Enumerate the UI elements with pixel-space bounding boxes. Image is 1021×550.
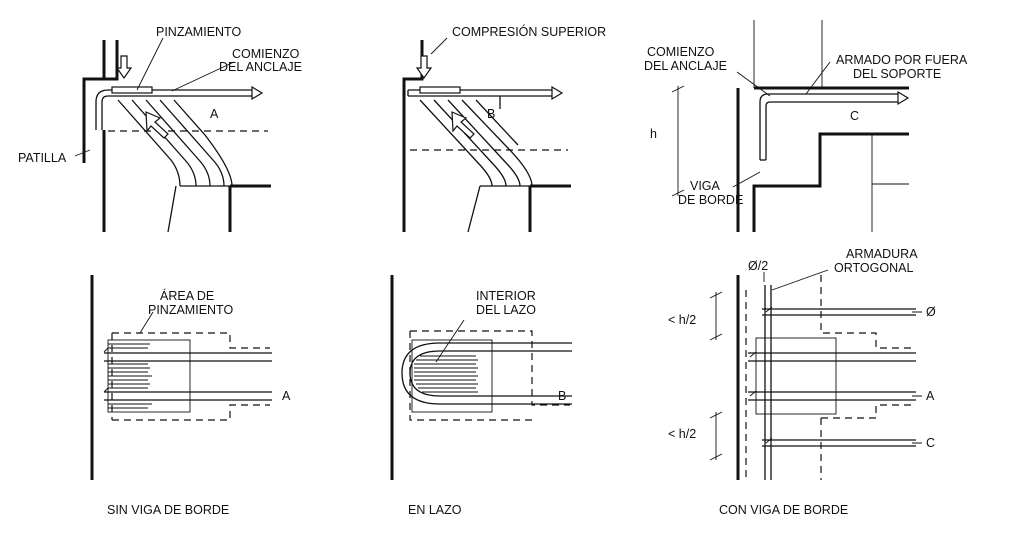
label-a-bottom: A [282, 389, 291, 403]
plan-con-viga-de-borde: Ø/2 ARMADURA ORTOGONAL Ø A C < h/2 < h/2 [668, 247, 936, 480]
label-a-right: A [926, 389, 935, 403]
hatch-pinzamiento [108, 343, 152, 409]
label-half-h-2: < h/2 [668, 427, 696, 441]
arrow-a [251, 85, 264, 101]
caption-right: CON VIGA DE BORDE [719, 503, 848, 517]
label-armado-2: DEL SOPORTE [853, 67, 941, 81]
caption-left: SIN VIGA DE BORDE [107, 503, 229, 517]
label-comienzo: COMIENZO [232, 47, 300, 61]
arrow-c [897, 90, 910, 106]
arrow-b [551, 85, 564, 101]
plan-sin-viga-de-borde: ÁREA DE PINZAMIENTO A [90, 275, 291, 480]
label-area-1: ÁREA DE [160, 288, 214, 303]
label-viga-1: VIGA [690, 179, 721, 193]
label-area-2: PINZAMIENTO [148, 303, 233, 317]
label-a-top: A [210, 107, 219, 121]
diagonal-arrow-icon [451, 111, 475, 139]
label-b-top: B [487, 107, 495, 121]
caption-middle: EN LAZO [408, 503, 462, 517]
label-h: h [650, 127, 657, 141]
label-patilla: PATILLA [18, 151, 67, 165]
hatch-lazo [414, 355, 478, 393]
label-phi-half: Ø/2 [748, 259, 768, 273]
label-half-h-1: < h/2 [668, 313, 696, 327]
section-con-viga-de-borde: COMIENZO DEL ANCLAJE ARMADO POR FUERA DE… [644, 20, 968, 232]
down-arrow-icon [115, 55, 133, 80]
label-c: C [850, 109, 859, 123]
label-b-bottom: B [558, 389, 566, 403]
label-interior-2: DEL LAZO [476, 303, 536, 317]
label-phi: Ø [926, 305, 936, 319]
diagonal-arrow-icon [145, 111, 169, 139]
label-armadura-1: ARMADURA [846, 247, 918, 261]
label-armadura-2: ORTOGONAL [834, 261, 913, 275]
label-compresion-superior: COMPRESIÓN SUPERIOR [452, 24, 606, 39]
label-pinzamiento: PINZAMIENTO [156, 25, 241, 39]
down-arrow-icon [415, 55, 433, 80]
label-comienzo-right: COMIENZO [647, 45, 715, 59]
label-viga-2: DE BORDE [678, 193, 743, 207]
label-del-anclaje: DEL ANCLAJE [219, 60, 302, 74]
section-en-lazo: COMPRESIÓN SUPERIOR B [402, 24, 606, 233]
section-sin-viga-de-borde: PINZAMIENTO COMIENZO DEL ANCLAJE PATILLA… [18, 25, 302, 233]
label-interior-1: INTERIOR [476, 289, 536, 303]
plan-en-lazo: INTERIOR DEL LAZO B [390, 275, 572, 480]
label-armado-1: ARMADO POR FUERA [836, 53, 968, 67]
label-del-anclaje-right: DEL ANCLAJE [644, 59, 727, 73]
label-c-right: C [926, 436, 935, 450]
